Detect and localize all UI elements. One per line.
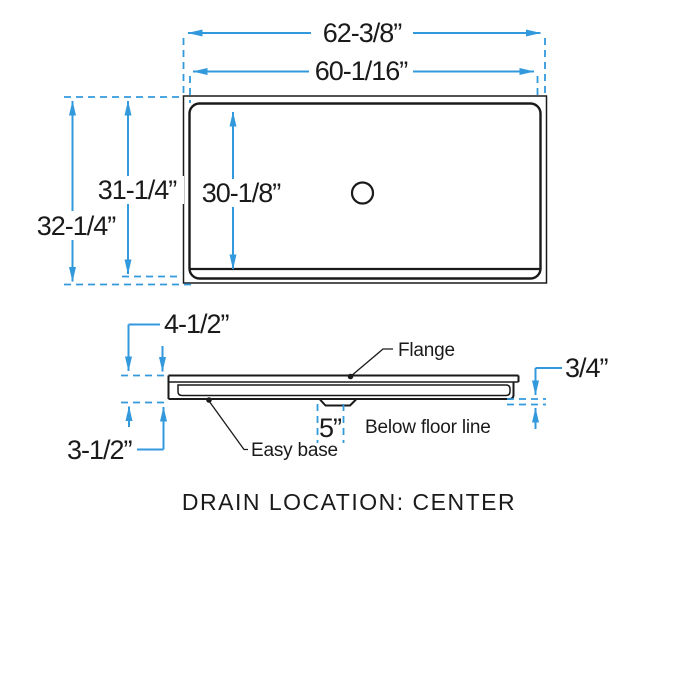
base-rim-edge <box>188 102 542 280</box>
label-backplate <box>29 211 123 240</box>
dimension-label: 3-1/2” <box>67 435 132 465</box>
dimension-label: 60-1/16” <box>315 56 408 86</box>
dimension-outer-depth: 32-1/4” <box>29 100 123 282</box>
callout-label: Flange <box>398 340 455 361</box>
drain-circle <box>350 181 375 205</box>
extension-lines-top-view <box>64 38 546 286</box>
drain-bump <box>318 398 358 407</box>
dimension-rim-depth: 31-1/4” <box>92 100 184 275</box>
leader-dot <box>206 397 212 403</box>
flange-callout: Flange <box>347 340 455 380</box>
dimension-label: 31-1/4” <box>98 175 177 205</box>
dimension-base-height: 3-1/2” <box>67 406 167 465</box>
label-backplate <box>309 56 413 85</box>
drain-location-title: DRAIN LOCATION: CENTER <box>182 489 516 515</box>
side-view <box>167 374 520 407</box>
dimension-basin-depth: 30-1/8” <box>195 111 288 270</box>
basin-inner-edge <box>177 384 511 397</box>
leader-line <box>208 400 248 451</box>
dimension-below-floor-depth: 3/4” <box>532 353 609 429</box>
callout-label: Easy base <box>251 440 338 461</box>
dimension-label: 62-3/8” <box>323 18 402 48</box>
dimension-drain-width: 5” <box>319 413 342 443</box>
dimension-label: 32-1/4” <box>37 211 116 241</box>
label-backplate <box>311 18 413 47</box>
dimension-front-height: 4-1/2” <box>125 309 230 372</box>
leader-line <box>350 348 393 377</box>
dimension-label: 3/4” <box>565 353 608 383</box>
label-backplate <box>195 179 288 207</box>
extension-lines-side-view <box>121 374 546 443</box>
dimension-label: 5” <box>319 413 341 443</box>
dimension-label: 4-1/2” <box>164 309 229 339</box>
dimension-rim-width: 60-1/16” <box>192 56 535 86</box>
label-backplate <box>92 176 184 204</box>
dimension-label: 30-1/8” <box>202 178 281 208</box>
dimension-outer-width: 62-3/8” <box>187 18 541 48</box>
below-floor-line-label: Below floor line <box>365 417 491 438</box>
easy-base-callout: Easy base <box>206 397 338 461</box>
